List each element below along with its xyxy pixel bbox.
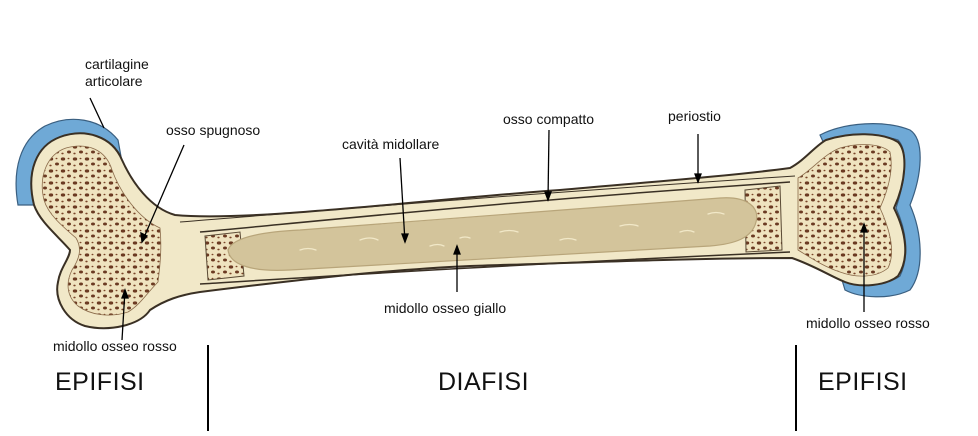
compact-bone-upper: [199, 181, 791, 233]
label-cavita-midollare: cavità midollare: [342, 136, 440, 152]
pointer-osso-spugnoso: [141, 144, 185, 243]
label-cartilagine-articolare: cartilagine articolare: [85, 56, 149, 90]
left-spongy-bone: [41, 145, 162, 316]
label-cartilagine-line1: cartilagine: [85, 56, 149, 72]
label-osso-compatto: osso compatto: [503, 111, 595, 127]
region-epifisi-left: EPIFISI: [55, 368, 145, 396]
yellow-marrow: [227, 197, 758, 271]
arrowhead-midollo-rosso-left: [121, 288, 129, 299]
arrowhead-midollo-giallo: [453, 244, 461, 255]
label-cartilagine-line2: articolare: [85, 73, 143, 89]
right-spongy-bone: [797, 144, 893, 277]
label-midollo-osseo-rosso-left: midollo osseo rosso: [53, 338, 177, 354]
label-midollo-osseo-rosso-right: midollo osseo rosso: [806, 315, 930, 331]
label-periostio: periostio: [668, 108, 721, 124]
pointer-cartilagine: [89, 97, 105, 129]
label-osso-spugnoso: osso spugnoso: [166, 122, 261, 138]
arrowhead-compatto: [544, 191, 552, 202]
region-diafisi: DIAFISI: [438, 368, 530, 396]
label-midollo-osseo-giallo: midollo osseo giallo: [384, 300, 507, 316]
pointer-cavita: [399, 157, 406, 243]
arrowhead-periostio: [694, 173, 702, 184]
periosteum-line: [179, 175, 796, 223]
pointer-compatto: [547, 129, 550, 201]
arrowhead-midollo-rosso-right: [860, 222, 868, 233]
marrow-texture: [299, 211, 725, 251]
arrowhead-cavita: [401, 233, 409, 244]
compact-bone-lower: [199, 251, 791, 285]
region-epifisi-right: EPIFISI: [818, 368, 908, 396]
arrowhead-osso-spugnoso: [140, 231, 149, 244]
